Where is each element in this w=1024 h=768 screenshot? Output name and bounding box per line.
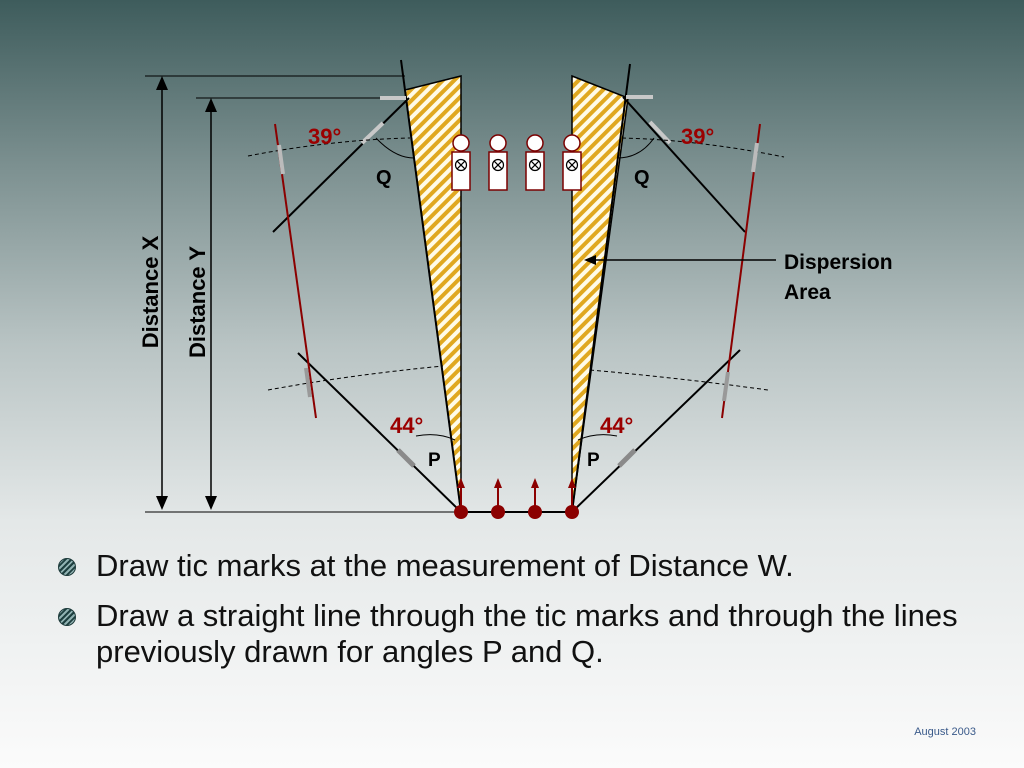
distance-y-arrowhead-bottom — [205, 496, 217, 510]
distance-y-arrowhead-top — [205, 98, 217, 112]
angle-q-arc-right — [616, 137, 655, 159]
distance-x-label: Distance X — [138, 235, 163, 348]
bullet-text: Draw tic marks at the measurement of Dis… — [96, 548, 794, 583]
angle-p-arc-left — [415, 434, 456, 441]
q-tic-right-mid — [648, 120, 672, 145]
angle-p-line-right — [571, 349, 741, 513]
red-tic-right-lower — [722, 371, 730, 402]
bullet-text: Draw a straight line through the tic mar… — [96, 598, 958, 669]
dispersion-label-line2: Area — [784, 281, 831, 304]
p-tic-right — [617, 448, 637, 468]
angle-p-value-left: 44° — [390, 413, 423, 438]
instruction-bullet: Draw tic marks at the measurement of Dis… — [58, 548, 958, 584]
dashed-arc-upper-right — [621, 137, 785, 158]
shooter-arrows — [457, 478, 576, 510]
angle-q-letter-right: Q — [634, 167, 650, 189]
dispersion-label-line1: Dispersion — [784, 251, 893, 274]
distance-x-arrowhead-top — [156, 76, 168, 90]
angle-q-arc-left — [375, 137, 415, 159]
angle-q-value-right: 39° — [681, 124, 714, 149]
angle-p-letter-right: P — [587, 450, 600, 471]
left-wedge-edge-line — [400, 59, 462, 513]
angle-q-value-left: 39° — [308, 124, 341, 149]
bullet-icon — [58, 608, 76, 626]
angle-p-arc-right — [577, 434, 618, 441]
angle-p-line-left — [297, 352, 462, 513]
red-tic-left-upper — [277, 144, 285, 175]
angle-q-line-left — [272, 97, 410, 233]
angle-q-line-right — [622, 96, 746, 233]
red-tic-line-right — [721, 123, 761, 419]
dashed-arc-lower-left — [267, 365, 444, 391]
shooter-position — [491, 505, 505, 519]
footer-date: August 2003 — [914, 726, 976, 738]
shooter-position — [528, 505, 542, 519]
target-figure — [488, 134, 508, 191]
q-tic-left-mid — [360, 121, 385, 145]
target-figure — [562, 134, 582, 191]
bullet-icon — [58, 558, 76, 576]
angle-p-value-right: 44° — [600, 413, 633, 438]
distance-x-arrowhead-bottom — [156, 496, 168, 510]
angle-p-letter-left: P — [428, 450, 441, 471]
shooter-position — [454, 505, 468, 519]
instruction-list: Draw tic marks at the measurement of Dis… — [58, 548, 958, 684]
p-tic-left — [396, 448, 416, 468]
dashed-arc-lower-right — [589, 369, 769, 391]
right-wedge-edge-line — [571, 63, 631, 513]
instruction-bullet: Draw a straight line through the tic mar… — [58, 598, 958, 670]
red-tic-right-upper — [751, 142, 759, 173]
target-figure — [525, 134, 545, 191]
distance-y-label: Distance Y — [185, 246, 210, 358]
angle-q-letter-left: Q — [376, 167, 392, 189]
shooter-position — [565, 505, 579, 519]
red-tic-left-lower — [304, 367, 312, 398]
target-figure — [451, 134, 471, 191]
dispersion-callout-arrowhead — [584, 255, 596, 265]
